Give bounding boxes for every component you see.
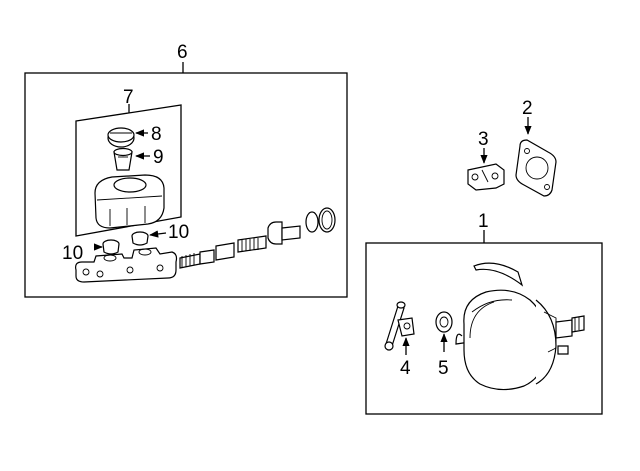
booster-group-box: [365, 230, 603, 415]
pushrod-clevis: [384, 301, 415, 351]
reservoir-cap: [107, 127, 135, 148]
reservoir-strainer: [113, 147, 133, 171]
brake-booster: [455, 289, 585, 391]
callout-7: 7: [123, 87, 134, 108]
callout-4: 4: [400, 358, 411, 379]
master-cylinder-group-box: [24, 62, 348, 298]
callout-8: 8: [151, 124, 162, 145]
callout-9: 9: [153, 147, 164, 168]
callout-10-left: 10: [62, 243, 83, 264]
booster-seal: [473, 262, 524, 287]
callout-10-right: 10: [168, 222, 189, 243]
callout-6: 6: [177, 42, 188, 63]
booster-bracket: [467, 163, 505, 191]
callout-5: 5: [438, 358, 449, 379]
reservoir-grommet-right: [131, 231, 149, 246]
brake-fluid-reservoir: [94, 174, 165, 229]
booster-gasket: [515, 139, 557, 197]
pushrod-nut: [435, 311, 453, 333]
reservoir-group-box: [75, 104, 182, 237]
callout-2: 2: [522, 98, 533, 119]
master-cylinder-piston-kit: [179, 207, 336, 269]
reservoir-grommet-left: [102, 239, 120, 255]
callout-3: 3: [478, 129, 489, 150]
master-cylinder-body: [75, 247, 178, 283]
callout-1: 1: [478, 211, 489, 232]
leader-10-right: [149, 230, 167, 238]
